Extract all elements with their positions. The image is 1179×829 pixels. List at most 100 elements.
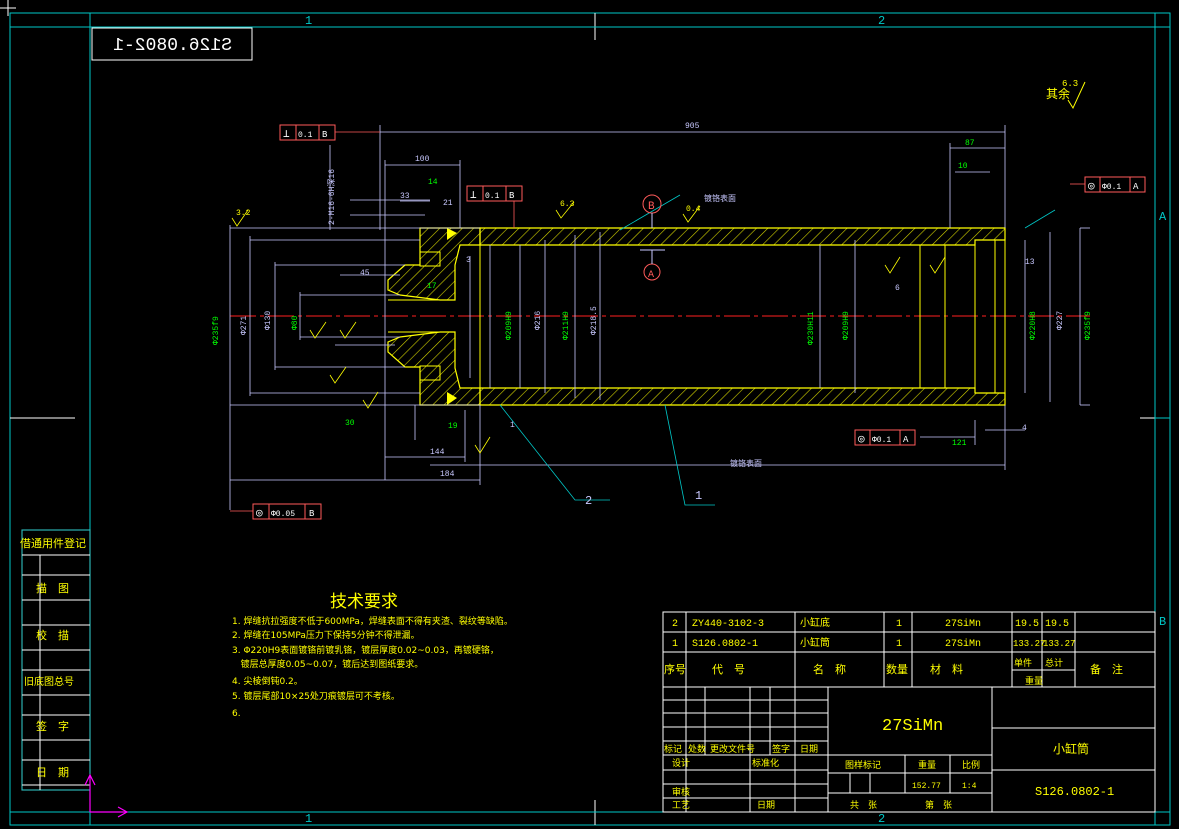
bom-row-1-no: 1 bbox=[672, 639, 678, 650]
svg-text:◎: ◎ bbox=[1088, 181, 1095, 193]
svg-text:B: B bbox=[309, 509, 315, 519]
dim-dia220: Φ220H8 bbox=[1029, 311, 1038, 340]
surface-finish-value: 6.3 bbox=[1062, 79, 1078, 89]
svg-text:⊥: ⊥ bbox=[470, 190, 477, 202]
mirror-code-text: S126.0802-1 bbox=[113, 36, 232, 56]
title-block bbox=[662, 686, 1156, 813]
dim-ra3: 0.4 bbox=[686, 205, 701, 214]
tech-item-6: 5. 镀层尾部10×25处刀痕镀层可不考核。 bbox=[232, 690, 400, 702]
bom-row-2-code: ZY440-3102-3 bbox=[692, 619, 764, 630]
bom-header-material: 材 料 bbox=[930, 662, 963, 676]
svg-text:⊥: ⊥ bbox=[283, 129, 290, 141]
tech-item-4: 镀层总厚度0.05~0.07，镀后达到图纸要求。 bbox=[232, 658, 423, 670]
dim-ra: 3.2 bbox=[236, 209, 251, 218]
dim-4: 4 bbox=[1022, 424, 1027, 433]
title-date: 日期 bbox=[800, 744, 818, 755]
bom-header-name: 名 称 bbox=[813, 662, 846, 676]
zone-label-top-1: 1 bbox=[305, 14, 312, 28]
dim-87: 87 bbox=[965, 139, 975, 148]
dim-19: 19 bbox=[448, 422, 458, 431]
svg-text:0.1: 0.1 bbox=[485, 192, 500, 201]
title-mark: 标记 bbox=[664, 743, 682, 755]
dim-dia235: Φ235f9 bbox=[212, 316, 221, 345]
dim-dia271: Φ271 bbox=[240, 316, 249, 335]
dim-17: 17 bbox=[427, 282, 437, 291]
dim-1: 1 bbox=[510, 421, 515, 430]
svg-text:◎: ◎ bbox=[256, 508, 263, 520]
tolerance-frame-5: ◎ Φ0.05 B bbox=[230, 503, 322, 520]
svg-text:B: B bbox=[322, 130, 328, 140]
bom-row-2-unit: 19.5 bbox=[1015, 619, 1039, 630]
svg-text:◎: ◎ bbox=[858, 434, 865, 446]
title-weight-value: 152.77 bbox=[912, 782, 941, 791]
tolerance-frame-4: ◎ Φ0.1 A bbox=[854, 429, 916, 446]
title-sheets-total: 共 张 bbox=[850, 800, 877, 811]
tolerance-frame-2: ⊥ 0.1 B bbox=[466, 185, 523, 228]
title-standard: 标准化 bbox=[752, 757, 779, 769]
dim-dia211: Φ211H9 bbox=[562, 311, 571, 340]
dim-bolt: 2-M16-6H深16 bbox=[327, 169, 337, 225]
sidebar-label-1: 借通用件登记 bbox=[20, 536, 86, 550]
dim-dia209b: Φ209H9 bbox=[842, 311, 851, 340]
svg-text:A: A bbox=[903, 435, 909, 445]
zone-label-top-2: 2 bbox=[878, 14, 885, 28]
bom-header-no: 序号 bbox=[664, 662, 686, 676]
bom-row-2-qty: 1 bbox=[896, 619, 902, 630]
dim-dia218: Φ218.5 bbox=[590, 306, 599, 335]
dim-21: 21 bbox=[443, 199, 453, 208]
zone-label-right-a: A bbox=[1159, 210, 1167, 224]
zone-label-bottom-2: 2 bbox=[878, 812, 885, 826]
sidebar-label-3: 校 描 bbox=[36, 628, 69, 642]
tolerance-frame-3: ◎ Φ0.1 A bbox=[1070, 176, 1146, 193]
dim-dia235b: Φ235f9 bbox=[1084, 311, 1093, 340]
surface-marks bbox=[231, 201, 946, 454]
title-scale: 比例 bbox=[962, 759, 980, 771]
title-date2: 日期 bbox=[757, 800, 775, 811]
part-number-2: 2 bbox=[585, 494, 592, 508]
surface-finish-note: 其余 6.3 bbox=[1046, 79, 1086, 110]
title-design: 设计 bbox=[672, 757, 690, 769]
dim-30: 30 bbox=[345, 419, 355, 428]
tech-item-3: 3. Φ220H9表面镀铬前镀乳铬，镀层厚度0.02~0.03，再镀硬铬， bbox=[232, 644, 499, 656]
svg-text:Φ0.1: Φ0.1 bbox=[1102, 183, 1121, 192]
bom-row-1-unit: 133.27 bbox=[1013, 639, 1045, 649]
bom-header-total: 总计 bbox=[1045, 657, 1063, 669]
cylinder-tube bbox=[479, 227, 1006, 406]
svg-text:Φ0.1: Φ0.1 bbox=[872, 436, 891, 445]
datum-b: B bbox=[648, 201, 655, 213]
bom-header-weight: 重量 bbox=[1025, 675, 1043, 687]
svg-text:A: A bbox=[1133, 182, 1139, 192]
bom-row-1-qty: 1 bbox=[896, 639, 902, 650]
dim-dia227: Φ227 bbox=[1056, 311, 1065, 330]
tech-item-1: 1. 焊缝抗拉强度不低于600MPa，焊缝表面不得有夹渣、裂纹等缺陷。 bbox=[232, 615, 513, 627]
note-top: 镀铬表面 bbox=[704, 193, 736, 203]
bom-header-qty: 数量 bbox=[886, 663, 908, 676]
title-part-name: 小缸筒 bbox=[1053, 741, 1089, 756]
dim-dia216: Φ216 bbox=[534, 311, 543, 330]
dim-dia130: Φ130 bbox=[264, 311, 273, 330]
svg-text:Φ0.05: Φ0.05 bbox=[271, 510, 295, 519]
title-process: 工艺 bbox=[672, 800, 690, 811]
title-sign: 签字 bbox=[772, 743, 790, 755]
dim-144: 144 bbox=[430, 448, 445, 457]
title-count: 处数 bbox=[688, 743, 706, 755]
bom-row-1-total: 133.27 bbox=[1043, 639, 1075, 649]
zone-label-bottom-1: 1 bbox=[305, 812, 312, 826]
dim-dia209: Φ209H9 bbox=[505, 311, 514, 340]
bom-row-1-name: 小缸筒 bbox=[800, 636, 830, 649]
dim-121: 121 bbox=[952, 439, 967, 448]
bom-header-unit: 单件 bbox=[1014, 657, 1032, 669]
sidebar-label-5: 签 字 bbox=[36, 719, 69, 733]
title-drawing-no: S126.0802-1 bbox=[1035, 785, 1114, 799]
dim-14: 14 bbox=[428, 178, 438, 187]
sidebar-label-6: 日 期 bbox=[36, 766, 69, 779]
leader-lines bbox=[499, 194, 1056, 506]
tech-requirements: 技术要求 1. 焊缝抗拉强度不低于600MPa，焊缝表面不得有夹渣、裂纹等缺陷。… bbox=[232, 592, 513, 719]
dim-100: 100 bbox=[415, 155, 430, 164]
cylinder-bottom bbox=[387, 227, 481, 406]
note-bottom: 镀铬表面 bbox=[730, 458, 762, 468]
dim-overall: 905 bbox=[685, 122, 700, 131]
bom-row-1-code: S126.0802-1 bbox=[692, 639, 758, 650]
title-weight: 重量 bbox=[918, 759, 936, 771]
